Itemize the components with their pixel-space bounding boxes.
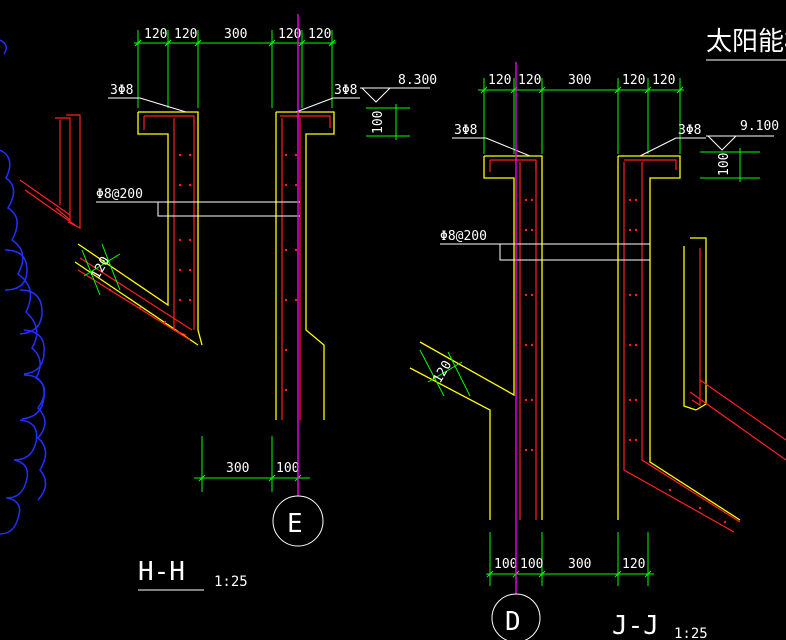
right-rebars	[489, 159, 786, 533]
left-top-dimension	[134, 30, 336, 108]
left-dim-5: 120	[308, 27, 331, 42]
right-top-dimension	[478, 78, 684, 154]
right-dim-4: 120	[622, 73, 645, 88]
right-section-scale: 1:25	[674, 626, 708, 640]
left-axis-bubble	[272, 495, 324, 547]
left-concrete-outline	[74, 111, 335, 420]
right-dim-1: 120	[488, 73, 511, 88]
left-slope-dim	[81, 243, 121, 296]
left-rebar-label-2: 3Φ8	[334, 83, 357, 98]
left-dim-3: 300	[224, 27, 247, 42]
left-rebars	[19, 114, 331, 420]
left-rebar-dots	[108, 153, 298, 392]
right-bottom-dim-2: 100	[520, 557, 543, 572]
right-rebar-label-1: 3Φ8	[454, 123, 477, 138]
right-slope-thickness: 120	[430, 358, 455, 386]
left-dim-2: 120	[174, 27, 197, 42]
right-dim-3: 300	[568, 73, 591, 88]
left-slab-dim	[366, 104, 410, 140]
right-elevation-text: 9.100	[740, 119, 779, 134]
right-slab-thickness: 100	[717, 153, 732, 176]
right-bottom-dim-1: 100	[494, 557, 517, 572]
right-bottom-dim-3: 300	[568, 557, 591, 572]
right-stirrup-label: Φ8@200	[440, 229, 487, 244]
left-dim-1: 120	[144, 27, 167, 42]
section-j-j: 120 120 300 120 120 3Φ8 3Φ8 9.100 100	[409, 62, 786, 640]
left-slab-thickness: 100	[371, 111, 386, 134]
left-dim-4: 120	[278, 27, 301, 42]
left-elevation-mark	[360, 87, 430, 103]
right-elevation-mark	[706, 135, 774, 151]
revision-cloud	[0, 39, 47, 535]
left-stirrup-label: Φ8@200	[96, 187, 143, 202]
right-rebar-label-2: 3Φ8	[678, 123, 701, 138]
right-axis-bubble	[491, 593, 541, 640]
left-rebar-label-1: 3Φ8	[110, 83, 133, 98]
right-concrete-outline	[409, 155, 741, 521]
right-slab-dim	[700, 148, 760, 182]
right-stirrup-leader	[440, 243, 650, 261]
right-dim-5: 120	[652, 73, 675, 88]
left-bottom-dim-2: 100	[276, 461, 299, 476]
left-section-name: H-H	[138, 557, 185, 587]
left-slope-thickness: 120	[88, 254, 113, 282]
title-text: 太阳能板	[706, 27, 786, 57]
left-section-scale: 1:25	[214, 574, 248, 590]
section-h-h: 120 120 300 120 120 3Φ8 3Φ8 8.300 100	[19, 14, 437, 591]
left-bottom-dim-1: 300	[226, 461, 249, 476]
right-axis-label: D	[505, 607, 521, 637]
right-bottom-dim-4: 120	[622, 557, 645, 572]
left-axis-label: E	[287, 509, 303, 539]
left-stirrup-leader	[96, 201, 300, 217]
right-rebar-dots	[524, 198, 727, 524]
right-dim-2: 120	[518, 73, 541, 88]
right-slope-dim	[419, 349, 471, 397]
right-section-name: J-J	[612, 611, 659, 640]
left-elevation-text: 8.300	[398, 73, 437, 88]
